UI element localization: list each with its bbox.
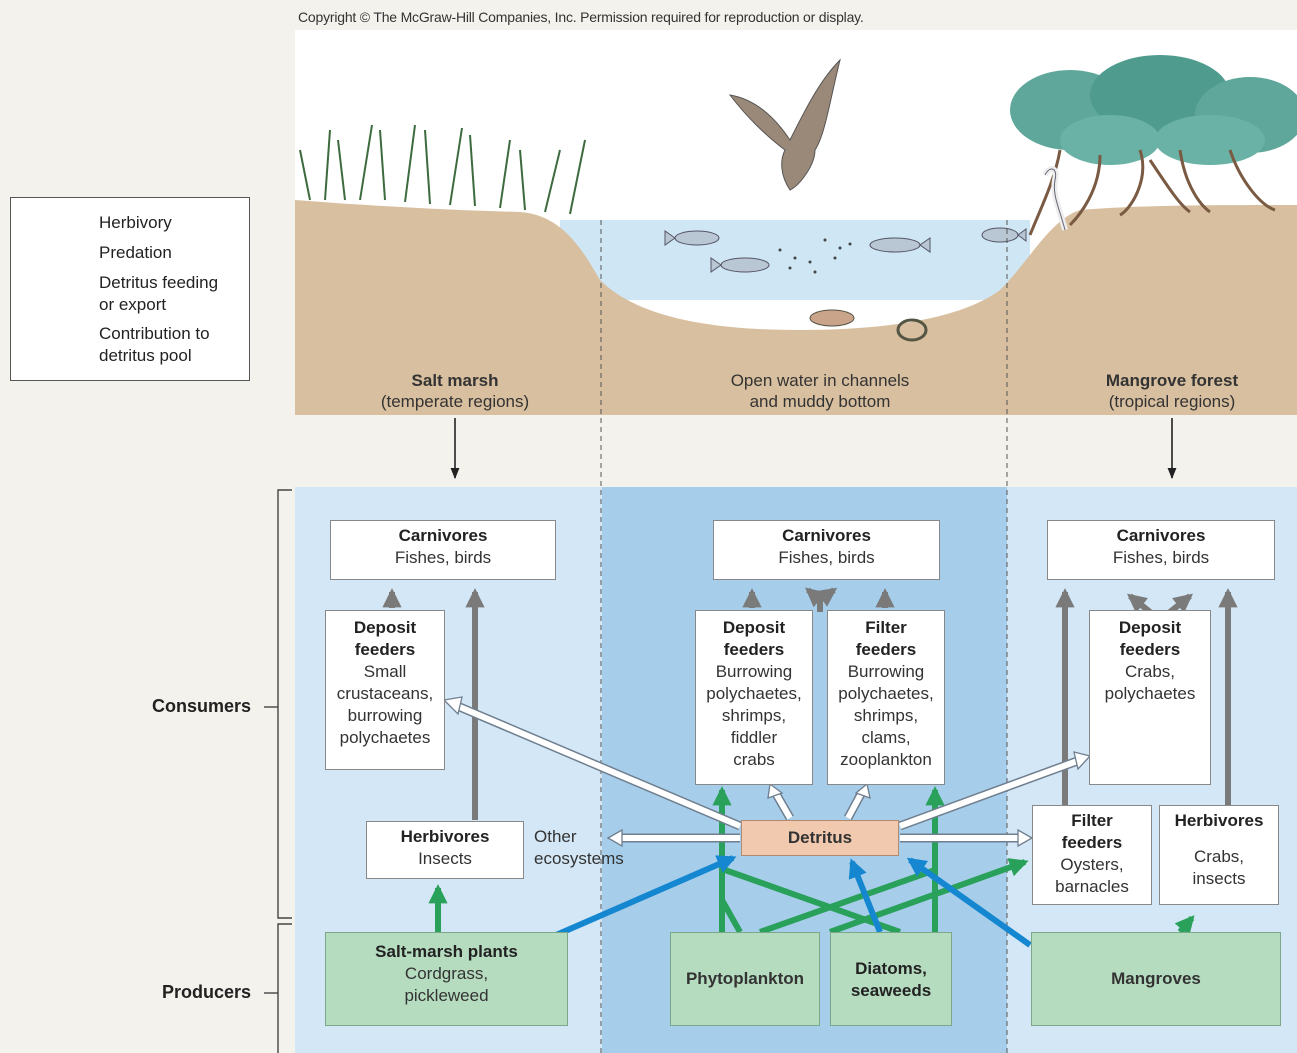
open-water-line2: and muddy bottom (749, 392, 891, 411)
box-line2: polychaetes, (706, 684, 802, 703)
box-title1: Filter (865, 618, 907, 637)
box-line2: pickleweed (404, 986, 489, 1005)
box-sub: Fishes, birds (778, 548, 875, 567)
mangrove-name: Mangrove forest (1105, 371, 1239, 390)
box-line1: Small (363, 662, 407, 681)
detritus-arrows (442, 696, 1092, 848)
box-title1: Deposit (1118, 618, 1182, 637)
box-line3: shrimps, (721, 706, 787, 725)
soil (295, 200, 1297, 415)
heron-icon (1042, 166, 1068, 231)
legend-predation: Predation (99, 243, 172, 262)
mangrove-region: (tropical regions) (1108, 392, 1236, 411)
box-line2: crustaceans, (336, 684, 434, 703)
box-line1: Burrowing (847, 662, 925, 681)
consumers-bracket (277, 489, 292, 919)
box-line1: Crabs, (1193, 847, 1245, 866)
marsh-grass-icon (299, 124, 586, 215)
producers-label: Producers (162, 982, 252, 1002)
box-title2: feeders (1061, 833, 1123, 852)
box-title2: feeders (354, 640, 416, 659)
osprey-icon (728, 58, 841, 191)
salt-marsh-label: Salt marsh (temperate regions) (350, 370, 560, 412)
box-sub: Fishes, birds (1112, 548, 1210, 567)
box-line3: shrimps, (853, 706, 919, 725)
legend-contribution-line1: Contribution to (99, 324, 210, 343)
fish-icon (664, 227, 1027, 273)
legend-contribution-line2: detritus pool (99, 346, 192, 365)
box-line1: Cordgrass, (404, 964, 489, 983)
box-title: Carnivores (398, 526, 488, 545)
legend-herbivory: Herbivory (99, 213, 172, 232)
salt-marsh-herbivores-box: Herbivores Insects (366, 821, 524, 879)
mangrove-label: Mangrove forest (tropical regions) (1072, 370, 1272, 412)
other-ecosystems-label: Other ecosystems (534, 826, 624, 870)
box-title1: Deposit (722, 618, 786, 637)
box-line4: polychaetes (339, 728, 431, 747)
crab-icon (809, 309, 928, 342)
box-title2: feeders (855, 640, 917, 659)
mangrove-herbivores-box: Herbivores Crabs, insects (1159, 805, 1279, 905)
box-line1: Burrowing (715, 662, 793, 681)
mangrove-tree-icon (1010, 55, 1297, 236)
copyright-notice: Copyright © The McGraw-Hill Companies, I… (298, 9, 864, 25)
salt-marsh-name: Salt marsh (411, 371, 499, 390)
box-line1: Diatoms, (855, 959, 927, 978)
box-line2: polychaetes, (838, 684, 934, 703)
legend-detritus-line1: Detritus feeding (99, 273, 219, 292)
box-line3: burrowing (347, 706, 423, 725)
box-title: Herbivores (1174, 811, 1264, 830)
box-sub: Fishes, birds (394, 548, 492, 567)
detritus-box: Detritus (741, 820, 899, 856)
open-water-deposit-feeders-box: Deposit feeders Burrowing polychaetes, s… (695, 610, 813, 785)
legend: Herbivory Predation Detritus feeding or … (10, 197, 250, 381)
water (560, 220, 1030, 300)
diatoms-box: Diatoms, seaweeds (830, 932, 952, 1026)
mangrove-filter-feeders-box: Filter feeders Oysters, barnacles (1032, 805, 1152, 905)
box-line4: fiddler (730, 728, 778, 747)
box-title: Herbivores (400, 827, 490, 846)
open-water-label: Open water in channels and muddy bottom (700, 370, 940, 412)
box-title: Carnivores (1116, 526, 1206, 545)
salt-marsh-region: (temperate regions) (380, 392, 530, 411)
salt-marsh-carnivores-box: Carnivores Fishes, birds (330, 520, 556, 580)
phytoplankton-box: Phytoplankton (670, 932, 820, 1026)
mangroves-box: Mangroves (1031, 932, 1281, 1026)
box-title: Carnivores (782, 526, 871, 545)
other-line2: ecosystems (534, 849, 624, 868)
mangrove-deposit-feeders-box: Deposit feeders Crabs, polychaetes (1089, 610, 1211, 785)
box-line2: seaweeds (850, 981, 932, 1000)
box-line4: clams, (861, 728, 911, 747)
contribution-arrows (538, 855, 1032, 948)
plankton-dots (778, 238, 852, 274)
box-title2: feeders (1119, 640, 1181, 659)
open-water-filter-feeders-box: Filter feeders Burrowing polychaetes, sh… (827, 610, 945, 785)
open-water-carnivores-box: Carnivores Fishes, birds (713, 520, 940, 580)
box-line2: barnacles (1055, 877, 1129, 896)
mangrove-carnivores-box: Carnivores Fishes, birds (1047, 520, 1275, 580)
box-line1: Oysters, (1060, 855, 1124, 874)
box-line5: zooplankton (840, 750, 932, 769)
salt-marsh-deposit-feeders-box: Deposit feeders Small crustaceans, burro… (325, 610, 445, 770)
salt-marsh-plants-box: Salt-marsh plants Cordgrass, pickleweed (325, 932, 568, 1026)
legend-detritus-line2: or export (99, 295, 167, 314)
consumers-label: Consumers (152, 696, 252, 716)
box-line2: polychaetes (1104, 684, 1196, 703)
box-title1: Deposit (353, 618, 417, 637)
producers-bracket (277, 923, 292, 1053)
box-title2: feeders (723, 640, 785, 659)
box-title: Salt-marsh plants (375, 942, 518, 961)
box-line2: insects (1192, 869, 1246, 888)
box-sub: Insects (418, 849, 472, 868)
box-title1: Filter (1071, 811, 1113, 830)
open-water-line1: Open water in channels (730, 371, 910, 390)
box-line1: Crabs, (1124, 662, 1176, 681)
box-line5: crabs (733, 750, 775, 769)
other-line1: Other (534, 827, 577, 846)
